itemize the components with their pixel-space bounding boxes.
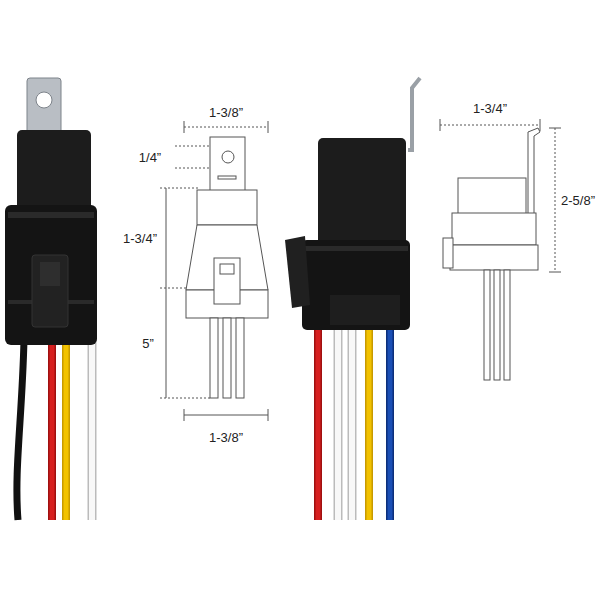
dimension-lines (160, 121, 268, 421)
dimension-label: 1/4” (137, 150, 163, 165)
dimension-label: 1-3/4” (121, 231, 159, 246)
left-wires (17, 340, 92, 520)
left-relay-drawing (186, 137, 268, 398)
left-relay-photo (5, 78, 97, 345)
dimension-label: 2-5/8” (559, 193, 597, 208)
dimension-label: 5” (140, 336, 156, 351)
dimension-label: 1-3/4” (471, 101, 509, 116)
right-wires (318, 325, 390, 520)
dimension-label: 1-3/8” (207, 430, 245, 445)
right-relay-drawing (443, 128, 540, 380)
right-relay-photo (285, 78, 420, 330)
dimension-label: 1-3/8” (207, 105, 245, 120)
dimension-lines (440, 119, 561, 272)
